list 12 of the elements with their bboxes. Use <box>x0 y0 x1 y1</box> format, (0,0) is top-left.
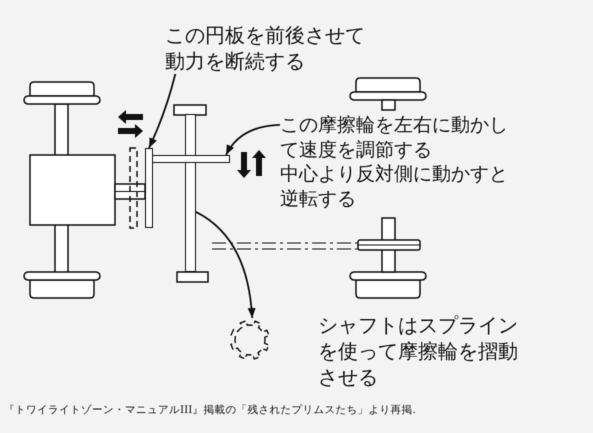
leader-arrow <box>148 74 176 148</box>
disk-plate <box>145 148 153 228</box>
note-text: シャフトはスプラインを使って摩擦輪を摺動させる <box>318 312 519 390</box>
caption-text: 『トワイライトゾーン・マニュアルIII』掲載の「残されたプリムスたち」より再掲. <box>4 403 416 417</box>
friction-wheel <box>152 155 230 163</box>
callout-text: 中心より反対側に動かすと逆転する <box>280 162 509 212</box>
spline-gear-icon <box>228 318 272 362</box>
callout-text: この摩擦輪を左右に動かして速度を調節する <box>280 113 509 162</box>
leader-arrow <box>225 124 280 156</box>
shaft <box>185 114 196 272</box>
callout-text: この円板を前後させて動力を断続する <box>165 22 371 74</box>
leader-arrow <box>196 211 256 318</box>
